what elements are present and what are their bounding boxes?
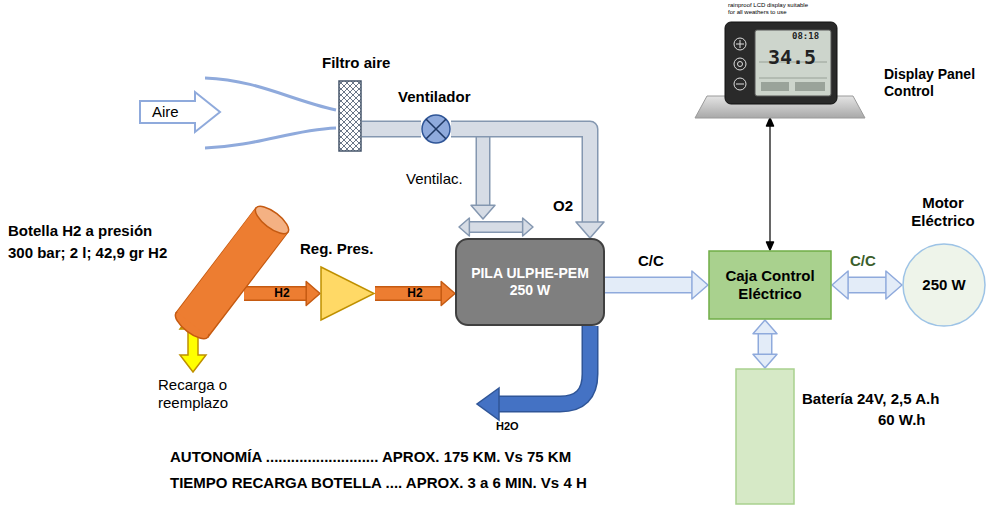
arrow-shaft	[605, 278, 693, 292]
arrow-head	[692, 271, 708, 299]
arrow-head	[576, 222, 604, 238]
display-panel-outline	[695, 22, 865, 118]
node-body: 250 W	[902, 243, 986, 327]
h2-bottle-outline	[160, 200, 290, 350]
control-box: Caja Control Eléctrico	[708, 250, 832, 320]
node-text: Reg. Pres.	[300, 240, 395, 258]
node-text: Filtro aire	[322, 54, 417, 72]
battery: Batería 24V, 2,5 A.h60 W.h	[735, 368, 795, 505]
node-text: Display Panel Control	[884, 66, 986, 100]
arrow-head	[523, 218, 533, 236]
arrow-head	[753, 354, 777, 368]
air-label: Aire	[152, 103, 179, 121]
arrow-shaft	[451, 129, 590, 223]
arrow-head	[459, 218, 469, 236]
connector	[753, 320, 777, 368]
connector-label: C/C	[638, 252, 664, 270]
water-outlet	[496, 326, 590, 404]
h2-bottle: Botella H2 a presión300 bar; 2 l; 42,9 g…	[160, 200, 290, 350]
arrow-shaft	[362, 122, 421, 136]
node-text: Caja Control Eléctrico	[714, 267, 826, 303]
water-outlet	[498, 326, 590, 404]
arrow-shaft	[477, 129, 489, 206]
fan: Ventilador	[421, 114, 451, 144]
arrow-shaft-outline	[375, 286, 442, 301]
connector	[832, 271, 902, 299]
arrow-head	[306, 282, 320, 306]
water-outlet-head	[477, 388, 499, 420]
connector	[362, 129, 421, 130]
refill-note: Recarga o reemplazo	[158, 376, 256, 412]
air-flow	[205, 128, 336, 148]
arrow-shaft	[759, 333, 771, 355]
arrow-shaft	[468, 223, 523, 232]
arrow-shaft-outline	[847, 277, 887, 294]
fan-outline	[421, 114, 451, 144]
arrow-head	[767, 118, 774, 126]
arrow-shaft-outline	[451, 129, 590, 223]
arrow-shaft	[847, 278, 887, 292]
arrow-shaft-outline	[362, 121, 421, 138]
arrow-head	[886, 271, 902, 299]
display-clock: 08:18	[792, 32, 819, 42]
node-text: Motor Eléctrico	[900, 194, 986, 230]
arrow-head	[441, 282, 455, 306]
node-text: Ventilador	[398, 88, 493, 106]
node-text: PILA ULPHE-PEM 250 W	[461, 265, 599, 299]
recharge-note: TIEMPO RECARGA BOTELLA .... APROX. 3 a 6…	[170, 474, 587, 492]
connector	[605, 271, 708, 299]
signal-line	[769, 125, 770, 243]
node-text: 300 bar; 2 l; 42,9 gr H2	[8, 244, 213, 262]
arrow-shaft-outline	[468, 221, 523, 233]
water-label: H2O	[496, 420, 519, 433]
air-flow	[205, 78, 336, 110]
node-text: Botella H2 a presión	[8, 222, 213, 240]
arrow-head	[471, 205, 495, 219]
fuel-cell: PILA ULPHE-PEM 250 W	[455, 238, 605, 326]
autonomy-note: AUTONOMÍA ........................... AP…	[170, 448, 571, 466]
pressure-regulator-outline	[320, 266, 375, 321]
air-filter-outline	[338, 80, 362, 152]
arrow-head	[753, 320, 777, 334]
battery-outline	[735, 368, 795, 505]
connector-label: Ventilac.	[406, 170, 463, 188]
pressure-regulator: Reg. Pres.	[320, 266, 375, 321]
node-body: PILA ULPHE-PEM 250 W	[455, 238, 605, 326]
connector	[459, 129, 533, 236]
connector	[451, 129, 604, 238]
arrow-shaft-outline	[605, 277, 693, 294]
node-text: 250 W	[922, 276, 965, 294]
node-body: Caja Control Eléctrico	[708, 250, 832, 320]
connector-label: C/C	[850, 252, 876, 270]
node-text: 60 W.h	[878, 411, 958, 429]
arrow-shaft-outline	[476, 129, 491, 206]
display-speed: 34.5	[768, 46, 816, 68]
display-panel: Display Panel Control	[695, 22, 865, 118]
connector	[767, 118, 774, 250]
arrow-head	[832, 271, 848, 299]
air-filter: Filtro aire	[338, 80, 362, 152]
connector	[375, 282, 455, 306]
air-arrow	[140, 92, 220, 132]
arrow-shaft-outline	[244, 286, 307, 301]
connector-label: O2	[553, 197, 573, 215]
connector-label: H2	[407, 286, 422, 300]
arrow-head	[767, 242, 774, 250]
display-caption: rainproof LCD display suitable for all w…	[728, 2, 810, 15]
motor: Motor Eléctrico250 W	[902, 243, 986, 327]
node-text: Batería 24V, 2,5 A.h	[802, 390, 982, 408]
connector-label: H2	[274, 286, 289, 300]
arrow-shaft-outline	[758, 333, 773, 355]
connector	[244, 282, 320, 306]
